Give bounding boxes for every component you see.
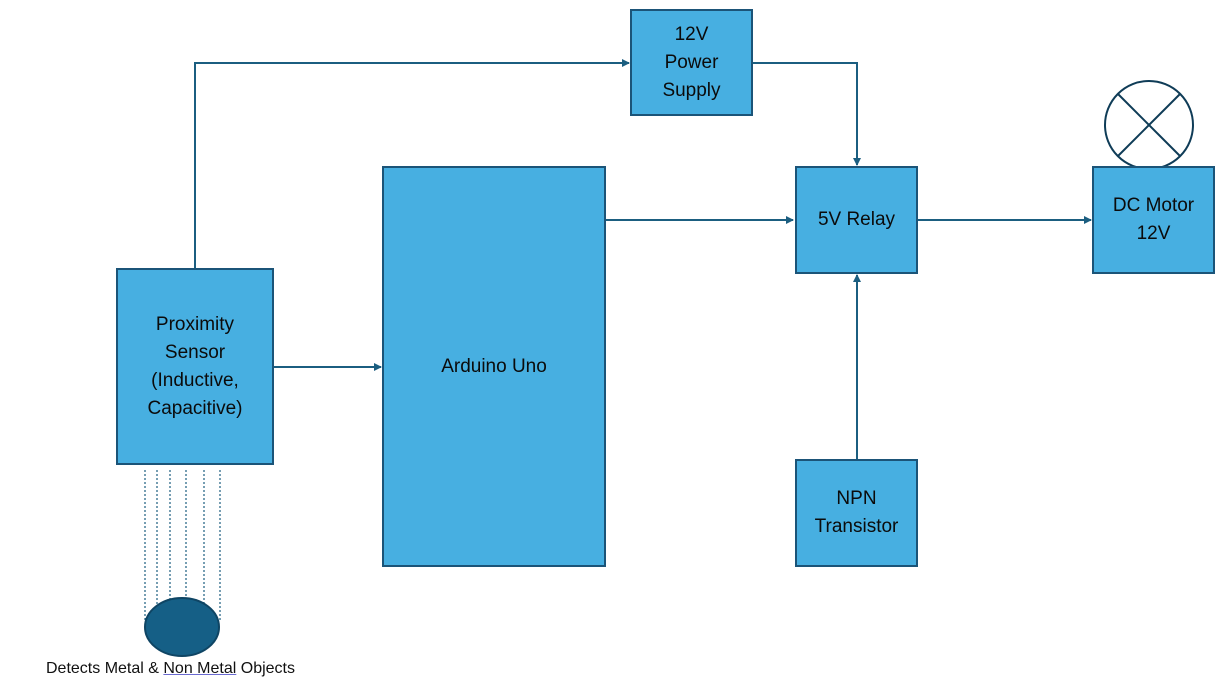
circle-with-cross-icon bbox=[1104, 80, 1194, 170]
relay-block: 5V Relay bbox=[795, 166, 918, 274]
npn-transistor-label: NPN Transistor bbox=[814, 488, 899, 537]
sensor-field-lines bbox=[144, 470, 221, 622]
npn-transistor-block: NPN Transistor bbox=[795, 459, 918, 567]
arduino-uno-block: Arduino Uno bbox=[382, 166, 606, 567]
power-supply-label: 12V Power Supply bbox=[662, 23, 721, 101]
arduino-uno-label: Arduino Uno bbox=[441, 355, 547, 377]
caption-text-start: Detects Metal & bbox=[46, 660, 164, 677]
detection-caption: Detects Metal & Non Metal Objects bbox=[46, 660, 295, 678]
proximity-sensor-block: Proximity Sensor (Inductive, Capacitive) bbox=[116, 268, 274, 465]
caption-text-end: Objects bbox=[236, 660, 295, 677]
wire-power-supply-to-relay bbox=[753, 62, 861, 166]
wire-sensor-to-power-supply bbox=[194, 59, 630, 268]
relay-label: 5V Relay bbox=[817, 209, 896, 230]
dc-motor-block: DC Motor 12V bbox=[1092, 166, 1215, 274]
power-supply-block: 12V Power Supply bbox=[630, 9, 753, 116]
dc-motor-label: DC Motor 12V bbox=[1112, 195, 1195, 244]
caption-text-underlined: Non Metal bbox=[163, 660, 237, 677]
proximity-sensor-label: Proximity Sensor (Inductive, Capacitive) bbox=[147, 313, 243, 419]
ellipse-object-icon bbox=[144, 597, 220, 657]
